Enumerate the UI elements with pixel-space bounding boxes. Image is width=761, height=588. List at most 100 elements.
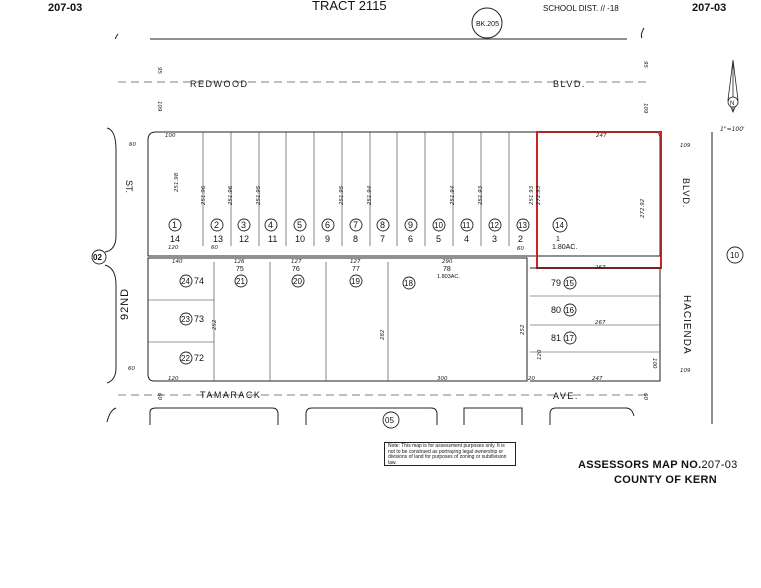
north-lot-9: 9 6	[404, 218, 418, 244]
svg-text:4: 4	[268, 220, 273, 230]
svg-text:19: 19	[351, 277, 360, 286]
svg-text:23: 23	[181, 315, 190, 324]
highlighted-parcel[interactable]: 14 1 1.80AC. 247 272.92 272.93	[536, 131, 662, 269]
dim-109-right: 109	[680, 143, 691, 149]
north-arrow: N	[727, 59, 739, 114]
north-lot-5: 5 10	[293, 218, 307, 244]
svg-text:80: 80	[551, 305, 561, 315]
svg-text:3: 3	[492, 234, 497, 244]
south-lot-17: 17 81	[551, 331, 577, 345]
svg-text:251.93: 251.93	[529, 185, 535, 205]
dim-60-bot-r: 60	[642, 393, 648, 400]
north-block	[147, 131, 661, 257]
county-label: COUNTY OF KERN	[614, 474, 718, 486]
svg-text:251.96: 251.96	[228, 185, 234, 205]
street-hacienda: HACIENDA	[681, 295, 692, 355]
svg-text:73: 73	[194, 314, 204, 324]
dim-60-bot-l: 60	[156, 393, 162, 400]
street-redwood: REDWOOD	[190, 79, 249, 89]
svg-text:251.98: 251.98	[174, 172, 180, 192]
svg-text:1: 1	[172, 220, 177, 230]
dim-272-left: 272.93	[536, 185, 542, 205]
svg-text:6: 6	[408, 234, 413, 244]
svg-text:251.95: 251.95	[339, 185, 345, 205]
assessors-map-label: ASSESSORS MAP NO.	[578, 459, 702, 471]
svg-text:14: 14	[170, 234, 180, 244]
north-lot-8: 8 7	[376, 218, 390, 244]
svg-text:74: 74	[194, 276, 204, 286]
bottom-curve-left	[106, 407, 117, 423]
highlight-lot-number: 1	[556, 236, 560, 243]
ref-left: 02	[91, 249, 107, 265]
highlight-acres: 1.80AC.	[552, 244, 577, 251]
dim-120-bottom: 120	[168, 376, 179, 382]
north-lot-10: 10 5 251.94	[432, 185, 456, 244]
dim-300: 300	[437, 376, 448, 382]
street-st: ST.	[124, 180, 134, 193]
map-number-left: 207-03	[48, 2, 82, 14]
north-lot-13: 13 2 251.93	[516, 185, 535, 244]
svg-text:3: 3	[241, 220, 246, 230]
svg-text:78: 78	[443, 266, 451, 273]
road-curve-right	[640, 27, 645, 39]
school-district: SCHOOL DIST. // -18	[543, 4, 619, 13]
south-block-west	[147, 257, 528, 382]
svg-text:13: 13	[213, 234, 223, 244]
dim-140: 140	[172, 259, 183, 265]
svg-text:13: 13	[518, 221, 527, 230]
south-lot-21: 21 75 126	[234, 259, 248, 288]
svg-text:10: 10	[295, 234, 305, 244]
dim-top-95-left: 95	[156, 67, 162, 74]
svg-text:2: 2	[214, 220, 219, 230]
92nd-st-edge-upper	[104, 127, 117, 253]
svg-text:127: 127	[291, 259, 302, 265]
bottom-parcel-3	[463, 407, 523, 425]
street-92nd: 92ND	[119, 288, 131, 320]
tract-title: TRACT 2115	[312, 0, 387, 13]
street-tamarack: TAMARACK	[200, 390, 261, 400]
svg-text:251.94: 251.94	[450, 185, 456, 205]
assessors-map-number: ASSESSORS MAP NO.207-03	[578, 459, 738, 471]
bottom-parcel-2	[305, 407, 438, 425]
ref-right-label: 10	[730, 251, 739, 260]
north-lot-2: 2 13 251.96	[201, 185, 224, 244]
svg-text:5: 5	[297, 220, 302, 230]
road-curve-left	[114, 33, 119, 39]
svg-text:1.803AC.: 1.803AC.	[437, 274, 460, 280]
svg-text:7: 7	[353, 220, 358, 230]
south-lot-22: 22 72	[179, 351, 204, 365]
street-ave: AVE.	[553, 391, 579, 401]
svg-text:77: 77	[352, 266, 360, 273]
svg-text:12: 12	[239, 234, 249, 244]
dim-top-95-right: 95	[642, 61, 648, 68]
92nd-st-edge-lower	[104, 264, 117, 384]
highlight-dim-side: 272.92	[640, 198, 646, 218]
dim-109-bottom-right: 109	[680, 368, 691, 374]
svg-text:2: 2	[518, 234, 523, 244]
south-block-east	[530, 267, 661, 382]
svg-text:7: 7	[380, 234, 385, 244]
dim-100-b: 100	[651, 358, 657, 369]
book-badge: BK.205	[471, 7, 503, 39]
svg-text:251.96: 251.96	[201, 185, 207, 205]
svg-text:17: 17	[565, 334, 574, 343]
dim-60-bottom-left: 60	[128, 366, 135, 372]
ref-bottom: 05	[382, 411, 400, 429]
disclaimer-note: Note: This map is for assessment purpose…	[384, 442, 516, 466]
svg-text:22: 22	[181, 354, 190, 363]
scale-label: 1"=100'	[720, 126, 745, 133]
north-lot-12: 12 3	[488, 218, 502, 244]
svg-text:10: 10	[434, 221, 443, 230]
ref-left-label: 02	[93, 253, 102, 262]
ref-bottom-label: 05	[385, 416, 394, 425]
dim-20: 20	[528, 376, 535, 382]
map-number-right: 207-03	[692, 2, 726, 14]
north-lot-11: 11 4 251.93	[460, 185, 484, 244]
dim-60-row: 60	[211, 245, 218, 251]
highlight-circle-label: 14	[555, 221, 564, 230]
north-lot-4: 4 11 251.95	[256, 185, 278, 244]
north-lot-6: 6 9 251.95	[321, 185, 345, 244]
svg-text:75: 75	[236, 266, 244, 273]
dim-60-row-r: 60	[517, 246, 524, 252]
